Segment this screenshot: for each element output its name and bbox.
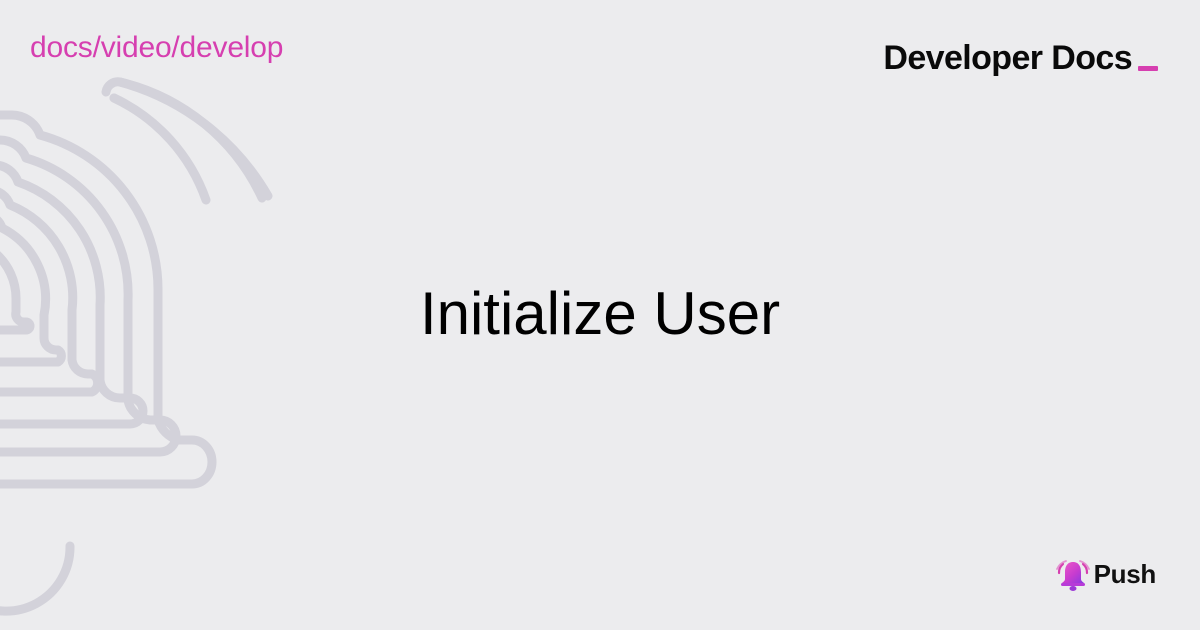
breadcrumb: docs/video/develop — [30, 31, 284, 64]
brand: Developer Docs — [883, 38, 1158, 78]
logo-text: Push — [1093, 559, 1157, 589]
push-logo: Push — [1055, 556, 1157, 592]
cursor-underscore — [1138, 66, 1158, 71]
brand-title: Developer Docs — [883, 39, 1132, 77]
page-title: Initialize User — [419, 280, 781, 347]
bell-icon — [1055, 560, 1090, 591]
